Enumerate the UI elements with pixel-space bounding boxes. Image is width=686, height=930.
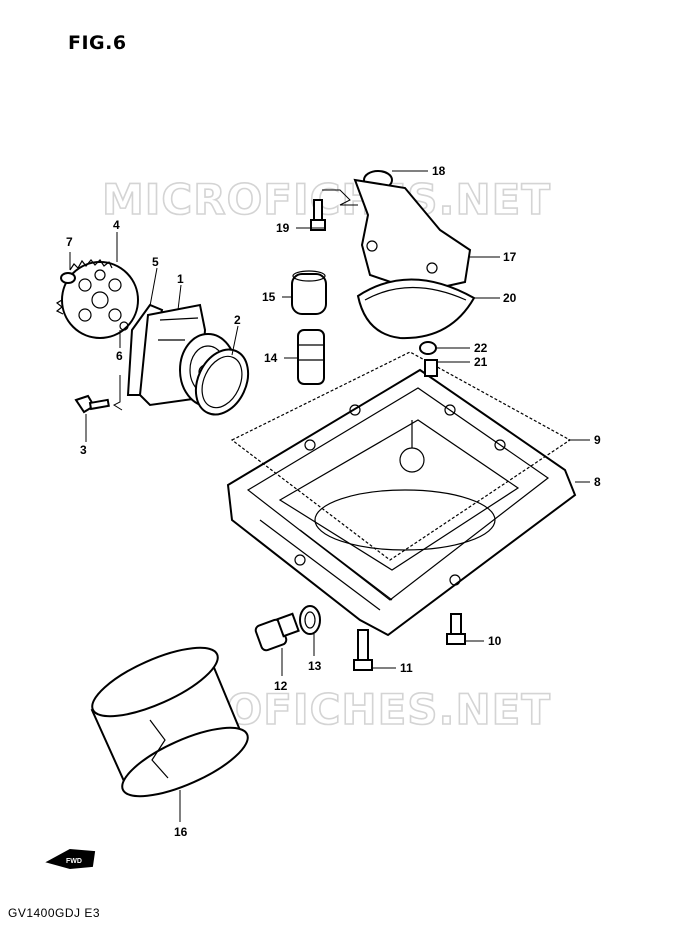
bolt-11 [353,629,373,671]
callout-9: 9 [594,433,601,447]
callout-4: 4 [113,218,120,232]
watermark-top: MICROFICHES.NET [102,175,551,224]
callout-5: 5 [152,255,159,269]
o-ring-small-7 [60,272,76,284]
callout-14: 14 [264,351,278,365]
callout-2: 2 [234,313,241,327]
gasket-13 [299,605,321,635]
callout-1: 1 [177,272,184,286]
callout-16: 16 [174,825,188,839]
dowel-pin-6 [119,321,129,331]
pipe-14 [297,329,325,385]
callout-3: 3 [80,443,87,457]
figure-title: FIG.6 [68,32,127,54]
bracket-line-19 [322,189,358,206]
callout-13: 13 [308,659,322,673]
oil-filter-16 [90,646,249,798]
callout-15: 15 [262,290,276,304]
model-code: GV1400GDJ E3 [8,906,101,920]
callout-11: 11 [400,661,413,675]
callout-20: 20 [503,291,517,305]
bracket-line-3 [112,375,123,411]
bolt-3 [74,394,110,414]
callout-21: 21 [474,355,488,369]
leader-lines [69,170,590,822]
callout-10: 10 [488,634,502,648]
bolt-21 [424,359,438,377]
drain-plug-12 [254,612,300,652]
sleeve-15 [291,270,327,315]
oil-pump-gear [55,259,139,339]
callout-19: 19 [276,221,290,235]
bolt-10 [446,613,466,645]
callout-7: 7 [66,235,73,249]
pump-cover-ring-2 [194,348,250,416]
oil-strainer-20 [356,278,476,340]
callout-8: 8 [594,475,601,489]
callout-6: 6 [116,349,123,363]
washer-22 [419,341,437,355]
oil-pan-8 [226,368,577,637]
front-arrow-label: FWD [66,858,82,865]
callout-12: 12 [274,679,288,693]
callout-18: 18 [432,164,446,178]
front-arrow: FWD [45,848,96,870]
bolt-19 [310,199,326,231]
callout-22: 22 [474,341,488,355]
callout-17: 17 [503,250,517,264]
